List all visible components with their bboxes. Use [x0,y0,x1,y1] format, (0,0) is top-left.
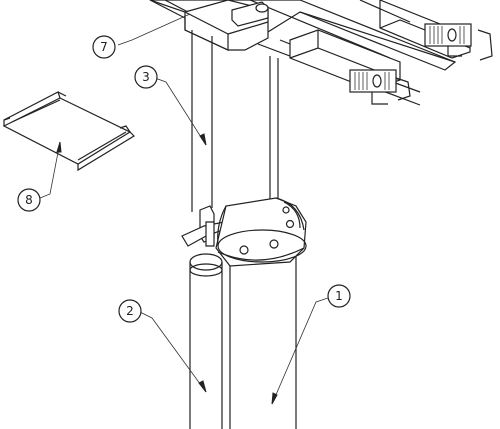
base-plate-part [2,91,135,172]
outer-tube [189,256,297,429]
leader-lines [39,13,329,405]
beam-clamp-right [424,23,493,61]
callout-8: 8 [17,188,41,212]
adjusting-collar [215,197,307,267]
head-beam-assembly [149,0,493,106]
callout-8-label: 8 [25,193,33,207]
callout-1-label: 1 [335,289,343,303]
callout-7-label: 7 [100,40,108,54]
callout-3-label: 3 [142,70,150,84]
callout-1: 1 [327,284,351,308]
callout-3: 3 [134,65,158,89]
callout-2-label: 2 [126,304,134,318]
beam-clamp-middle [349,69,411,105]
callout-2: 2 [118,299,142,323]
inner-tube [181,30,279,277]
callout-7: 7 [92,35,116,59]
